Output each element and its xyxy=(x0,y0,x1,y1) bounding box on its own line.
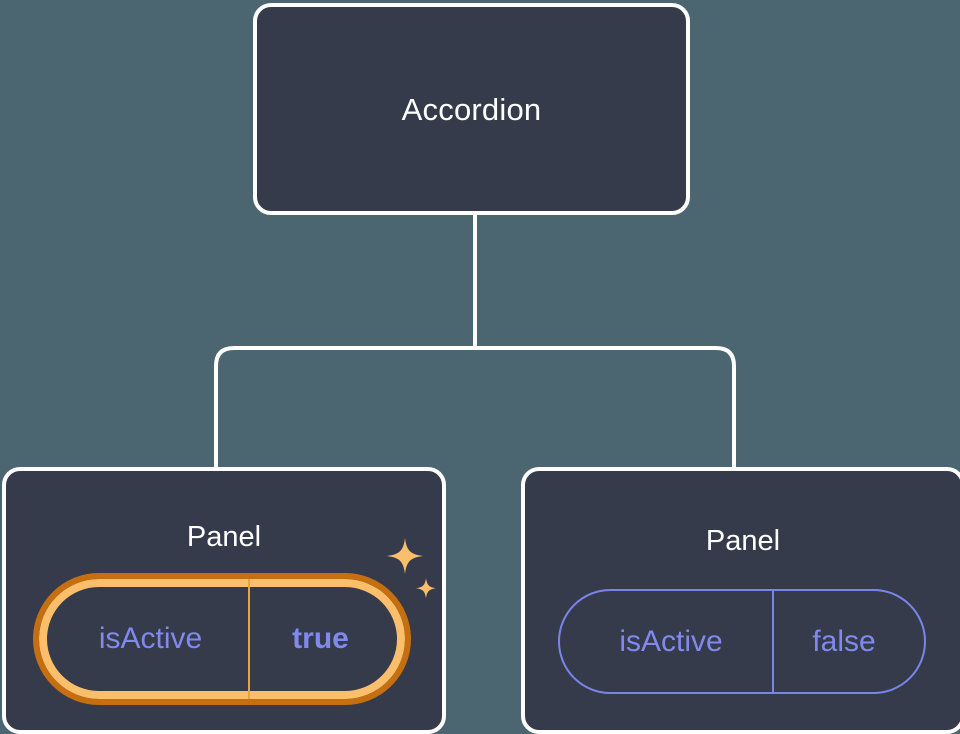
prop-pill-key: isActive xyxy=(560,591,774,692)
prop-pill-value: true xyxy=(292,622,349,655)
prop-pill-isactive-false[interactable]: isActive false xyxy=(558,589,926,694)
node-accordion[interactable]: Accordion xyxy=(253,3,690,215)
node-panel-active-title: Panel xyxy=(186,521,262,553)
node-panel-inactive-title: Panel xyxy=(705,525,781,557)
prop-pill-key: isActive xyxy=(39,579,250,699)
connector-branch-bar xyxy=(214,346,736,468)
prop-pill-value: false xyxy=(812,624,876,658)
node-accordion-title: Accordion xyxy=(401,91,542,127)
prop-pill-isactive-true[interactable]: isActive true xyxy=(33,573,411,705)
